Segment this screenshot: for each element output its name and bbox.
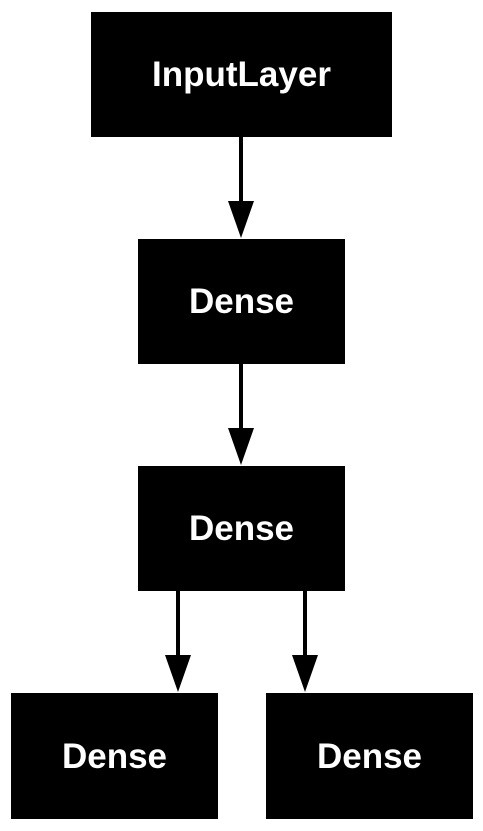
dense-node-4: Dense — [266, 693, 473, 819]
input-layer-label: InputLayer — [152, 55, 331, 94]
dense-node-4-label: Dense — [316, 736, 423, 776]
edge-dense2-to-dense4 — [292, 591, 318, 692]
dense-node-2: Dense — [138, 466, 345, 591]
edge-dense1-to-dense2 — [228, 364, 254, 465]
input-layer-node: InputLayer — [91, 12, 392, 137]
dense-node-3-label: Dense — [61, 736, 168, 776]
dense-node-3: Dense — [11, 693, 218, 819]
dense-node-1-label: Dense — [188, 282, 295, 321]
edge-dense2-to-dense3 — [165, 591, 191, 692]
dense-node-1: Dense — [138, 239, 345, 364]
dense-node-2-label: Dense — [188, 509, 295, 548]
edge-input-to-dense1 — [228, 137, 254, 238]
